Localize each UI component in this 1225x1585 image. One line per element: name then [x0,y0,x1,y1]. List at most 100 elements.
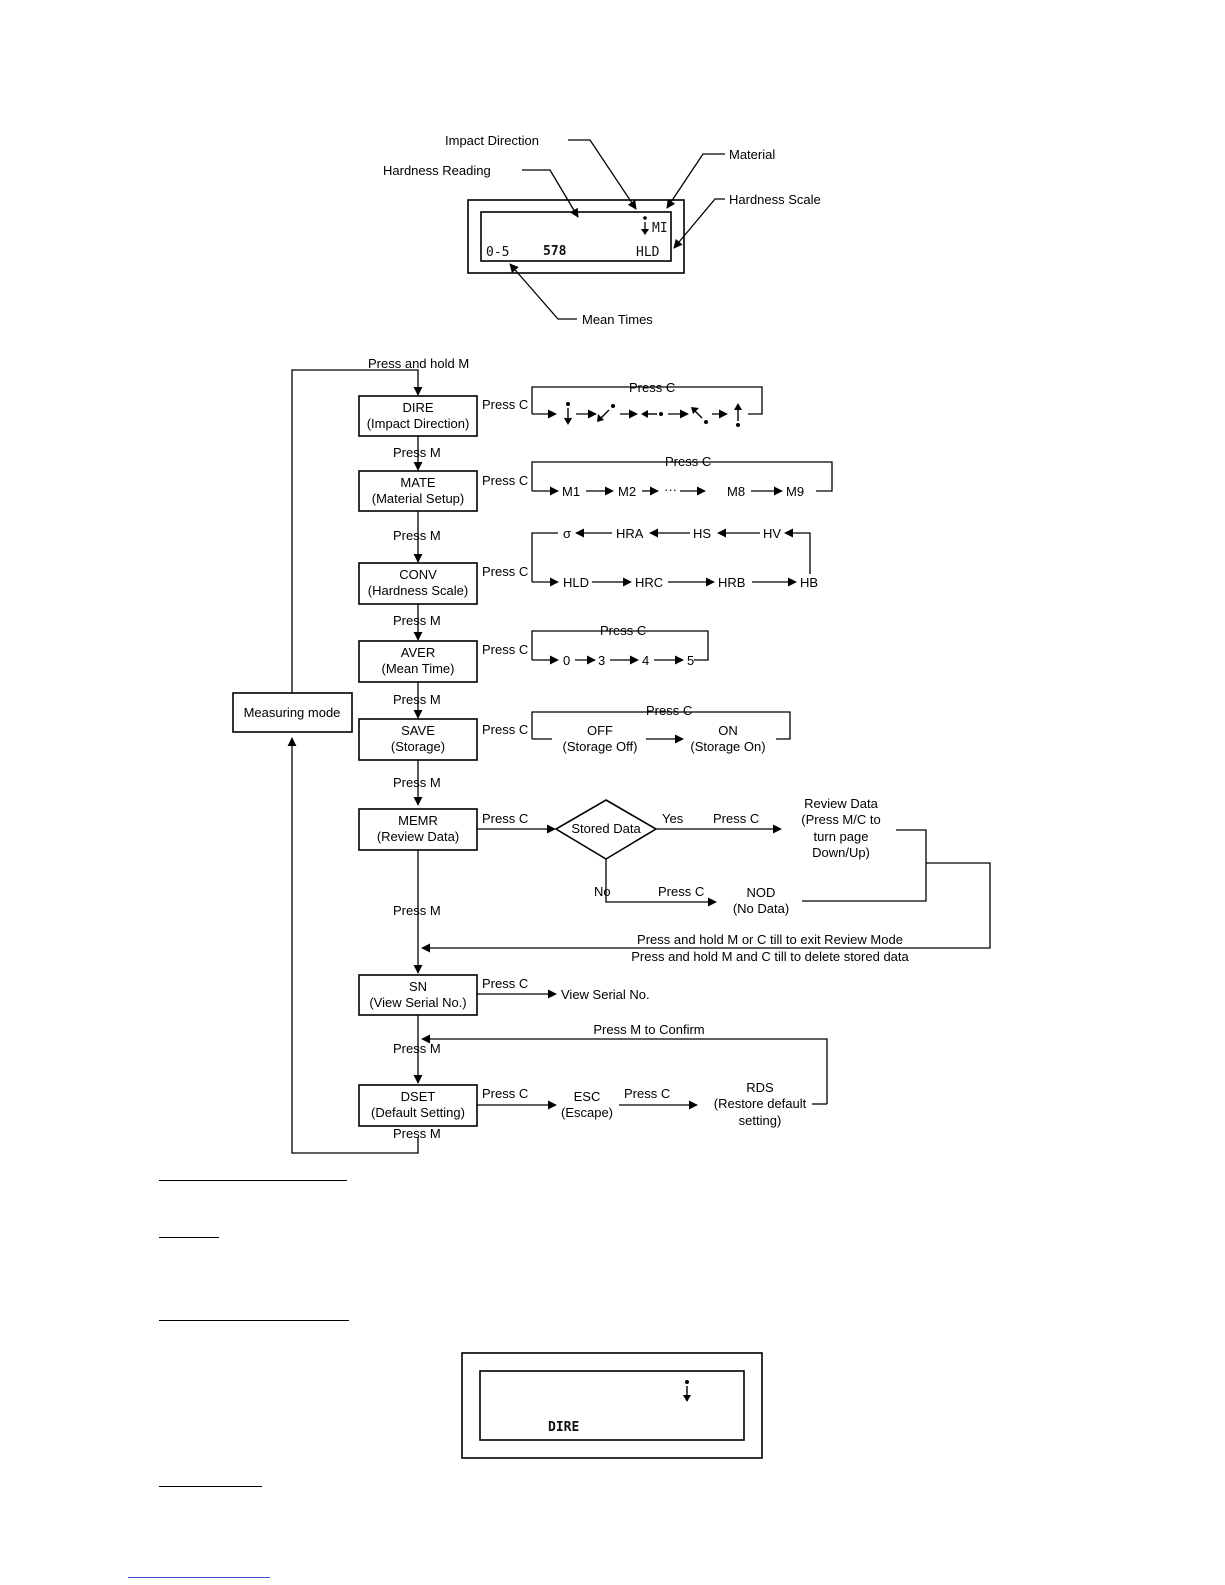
mate-item-3: M8 [727,484,745,499]
exit-note-2: Press and hold M and C till to delete st… [631,949,909,964]
label-press-m-5: Press M [393,775,441,790]
lcd-scale: HLD [636,245,660,260]
dire-box [358,395,478,437]
aver-title: AVER [401,645,435,660]
decision-yes: Yes [662,811,684,826]
decision-label: Stored Data [571,821,641,836]
bottom-lcd: DIRE [461,1352,763,1459]
rds-line-2: setting) [739,1113,782,1128]
section-rule-2 [159,1237,219,1238]
save-loop-press-c: Press C [646,703,692,718]
sn-press-c: Press C [482,976,528,991]
dire-press-c: Press C [482,397,528,412]
flowchart: Press and hold M Measuring mode Press M … [232,356,991,1154]
rds-line-1: (Restore default [714,1096,807,1111]
review-line-1: (Press M/C to [801,812,880,827]
lcd-reading: 578 [543,244,567,259]
conv-bottom-2: HRB [718,575,745,590]
direction-down-icon [564,402,572,425]
save-off-sub: (Storage Off) [563,739,638,754]
mate-item-2: ··· [664,482,677,497]
exit-note-1: Press and hold M or C till to exit Revie… [637,932,903,947]
label-press-m-1: Press M [393,445,441,460]
memr-press-c: Press C [482,811,528,826]
confirm-label: Press M to Confirm [593,1022,704,1037]
aver-item-2: 4 [642,653,649,668]
footer-link-rule [128,1577,270,1578]
bottom-lcd-text: DIRE [548,1420,579,1435]
sn-subtitle: (View Serial No.) [369,995,466,1010]
conv-box [358,562,478,605]
label-press-m-4: Press M [393,692,441,707]
save-on: ON [718,723,738,738]
label-press-m-8: Press M [393,1126,441,1141]
aver-box [358,640,478,683]
dire-title: DIRE [402,400,433,415]
memr-yes-press-c: Press C [713,811,759,826]
mate-item-4: M9 [786,484,804,499]
conv-top-2: HS [693,526,711,541]
conv-top-3: HV [763,526,781,541]
direction-up-left-icon [691,407,708,424]
aver-item-3: 5 [687,653,694,668]
direction-down-left-icon [597,404,615,422]
dset-press-c: Press C [482,1086,528,1101]
conv-bottom-1: HRC [635,575,663,590]
section-rule-1 [159,1180,347,1181]
mate-title: MATE [400,475,435,490]
lcd-direction-icon [641,216,649,235]
aver-press-c: Press C [482,642,528,657]
label-hardness-scale: Hardness Scale [729,192,821,207]
label-press-hold-m: Press and hold M [368,356,469,371]
label-press-m-2: Press M [393,528,441,543]
mate-press-c: Press C [482,473,528,488]
lcd-screen [480,211,672,262]
label-press-m-6: Press M [393,903,441,918]
conv-subtitle: (Hardness Scale) [368,583,468,598]
memr-no-press-c: Press C [658,884,704,899]
save-press-c: Press C [482,722,528,737]
bottom-lcd-screen [479,1370,745,1441]
bottom-lcd-direction-icon [683,1380,691,1402]
nod: NOD [747,885,776,900]
aver-loop-press-c: Press C [600,623,646,638]
conv-press-c: Press C [482,564,528,579]
mate-box [358,470,478,512]
direction-left-icon [641,410,663,418]
save-box [358,718,478,761]
save-subtitle: (Storage) [391,739,445,754]
measuring-mode-box [232,692,353,733]
mate-item-0: M1 [562,484,580,499]
aver-subtitle: (Mean Time) [382,661,455,676]
save-on-sub: (Storage On) [690,739,765,754]
dset-subtitle: (Default Setting) [371,1105,465,1120]
conv-bottom-0: HLD [563,575,589,590]
mate-subtitle: (Material Setup) [372,491,464,506]
conv-bottom-3: HB [800,575,818,590]
esc: ESC [574,1089,601,1104]
sn-title: SN [409,979,427,994]
label-mean-times: Mean Times [582,312,653,327]
review-line-3: Down/Up) [812,845,870,860]
conv-top-0: σ [563,526,571,541]
label-hardness-reading: Hardness Reading [383,163,491,178]
lcd-material: MI [652,221,668,236]
review-line-2: turn page [814,829,869,844]
memr-subtitle: (Review Data) [377,829,459,844]
dire-loop-press-c: Press C [629,380,675,395]
display-legend: 578 MI HLD 0-5 Impact Direction Hardness… [383,133,821,327]
sn-box [358,974,478,1016]
lcd-mean: 0-5 [486,245,509,260]
label-press-m-7: Press M [393,1041,441,1056]
decision-no: No [594,884,611,899]
memr-title: MEMR [398,813,438,828]
esc-press-c: Press C [624,1086,670,1101]
label-press-m-3: Press M [393,613,441,628]
label-material: Material [729,147,775,162]
measuring-mode-label: Measuring mode [244,705,341,720]
label-impact-direction: Impact Direction [445,133,539,148]
mate-item-1: M2 [618,484,636,499]
aver-item-1: 3 [598,653,605,668]
mate-loop-press-c: Press C [665,454,711,469]
